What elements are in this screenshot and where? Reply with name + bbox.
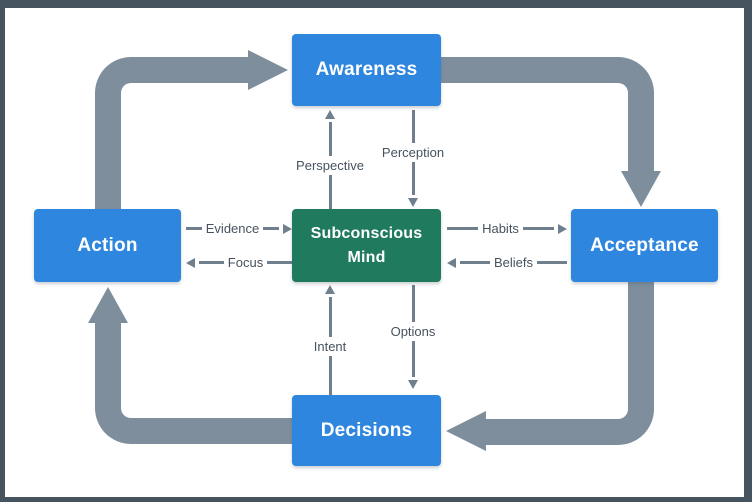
node-awareness-label: Awareness: [315, 59, 418, 80]
connector-beliefs: Beliefs: [447, 252, 567, 273]
connector-line: [328, 175, 332, 209]
connector-line: [199, 261, 224, 264]
connector-evidence-label: Evidence: [205, 221, 260, 236]
connector-line: [522, 227, 555, 230]
connector-intent: Intent: [309, 285, 351, 395]
node-action: Action: [34, 209, 181, 282]
connector-line: [537, 261, 567, 264]
node-acceptance-label: Acceptance: [590, 234, 699, 256]
connector-focus: Focus: [186, 252, 292, 273]
connector-perspective: Perspective: [296, 110, 364, 209]
connector-options-label: Options: [390, 323, 436, 339]
cycle-arrowhead-into-awareness-icon: [248, 50, 288, 90]
connector-focus-label: Focus: [227, 255, 264, 270]
connector-line: [328, 355, 332, 395]
node-decisions-label: Decisions: [320, 419, 413, 441]
connector-evidence: Evidence: [186, 218, 293, 239]
connector-line: [411, 285, 415, 322]
connector-line: [328, 297, 332, 337]
cycle-arrow-awareness-to-acceptance: [441, 57, 654, 171]
node-subconscious-mind: Subconscious Mind: [292, 209, 441, 282]
arrowhead-right-icon: [283, 223, 293, 234]
arrowhead-up-icon: [325, 110, 335, 119]
connector-line: [460, 261, 490, 264]
cycle-arrowhead-into-acceptance-icon: [621, 171, 661, 207]
connector-habits-label: Habits: [482, 221, 519, 236]
connector-line: [328, 122, 332, 156]
cycle-arrowhead-into-decisions-icon: [446, 411, 486, 451]
connector-perception: Perception: [382, 110, 444, 207]
arrowhead-right-icon: [558, 223, 568, 234]
cycle-arrow-decisions-to-action: [95, 323, 292, 444]
node-awareness: Awareness: [292, 34, 441, 106]
cycle-arrowhead-into-action-icon: [88, 287, 128, 323]
connector-line: [186, 227, 202, 230]
connector-perspective-label: Perspective: [296, 158, 364, 173]
arrowhead-left-icon: [447, 257, 456, 268]
connector-line: [411, 162, 415, 195]
node-subconscious-mind-label-line2: Mind: [347, 248, 386, 266]
connector-options: Options: [390, 285, 436, 389]
node-acceptance: Acceptance: [571, 209, 718, 282]
connector-line: [411, 110, 415, 143]
connector-habits: Habits: [447, 218, 568, 239]
connector-line: [267, 261, 292, 264]
cycle-arrow-action-to-awareness: [95, 57, 248, 209]
node-subconscious-mind-label-line1: Subconscious: [310, 224, 423, 242]
arrowhead-up-icon: [325, 285, 335, 294]
connector-intent-label: Intent: [313, 338, 347, 354]
arrowhead-down-icon: [408, 198, 418, 207]
connector-line: [411, 340, 415, 377]
connector-line: [263, 227, 280, 230]
connector-line: [447, 227, 479, 230]
node-decisions: Decisions: [292, 395, 441, 466]
cycle-arrow-acceptance-to-decisions: [486, 282, 654, 445]
arrowhead-left-icon: [186, 257, 195, 268]
arrowhead-down-icon: [408, 380, 418, 389]
connector-beliefs-label: Beliefs: [493, 255, 534, 270]
node-action-label: Action: [77, 234, 138, 256]
connector-perception-label: Perception: [381, 145, 445, 160]
